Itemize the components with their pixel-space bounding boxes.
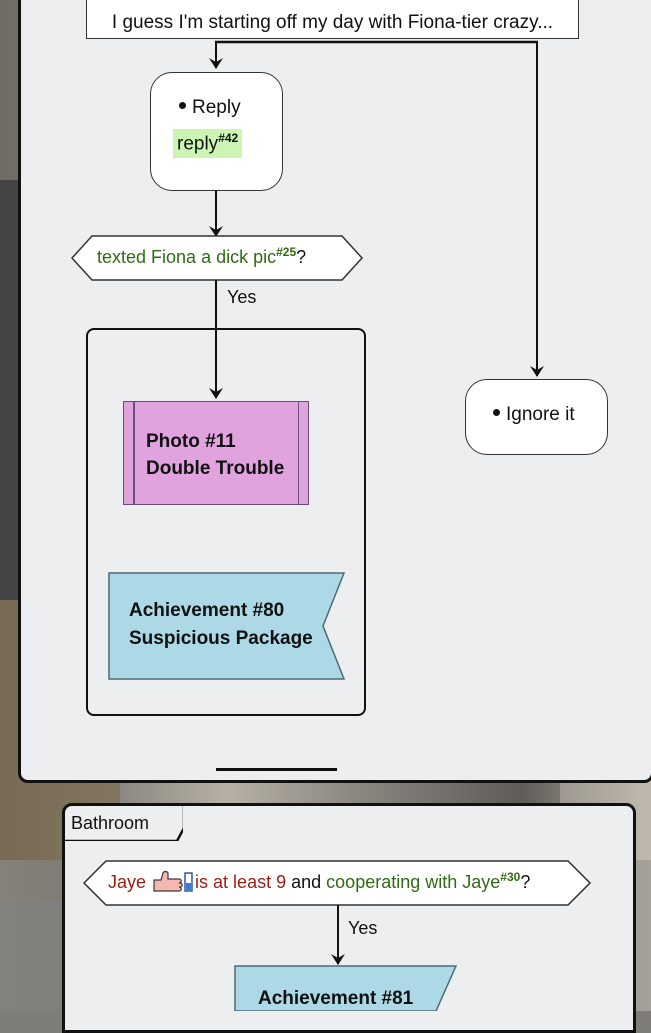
photo-title: Photo #11 — [146, 431, 236, 452]
yes-label-2: Yes — [348, 918, 378, 938]
yes-label-1: Yes — [227, 287, 257, 307]
bullet-icon — [493, 409, 500, 417]
ignore-action[interactable]: Ignore it — [465, 379, 608, 455]
achievement-80-subtitle: Suspicious Package — [129, 628, 313, 649]
message-note-text: I guess I'm starting off my day with Fio… — [111, 12, 554, 33]
collapse-handle[interactable] — [216, 768, 337, 771]
photo-subtitle: Double Trouble — [146, 458, 285, 479]
bathroom-title: Bathroom — [71, 813, 150, 833]
achievement-81-title: Achievement #81 — [258, 988, 414, 1009]
bathroom-connectors — [82, 860, 592, 1011]
yes-branch-group — [86, 328, 366, 716]
photo-unlock: Photo #11 Double Trouble — [123, 401, 309, 505]
reply-tag: reply#42 — [173, 129, 243, 159]
condition-jaye: Jaye is at least 9 and cooperating with … — [108, 870, 531, 892]
bathroom-tab — [65, 806, 183, 841]
achievement-80: Achievement #80 Suspicious Package — [129, 597, 313, 653]
message-note: I guess I'm starting off my day with Fio… — [86, 0, 579, 39]
thumbs-up-icon — [151, 870, 195, 892]
reply-action[interactable]: Reply reply#42 — [150, 72, 283, 191]
achievement-80-title: Achievement #80 — [129, 600, 285, 621]
bullet-icon — [179, 102, 186, 110]
reply-title: Reply — [179, 97, 241, 119]
flow-connectors — [70, 40, 544, 680]
ignore-label: Ignore it — [506, 404, 575, 425]
condition-fiona: texted Fiona a dick pic#25? — [97, 245, 307, 267]
